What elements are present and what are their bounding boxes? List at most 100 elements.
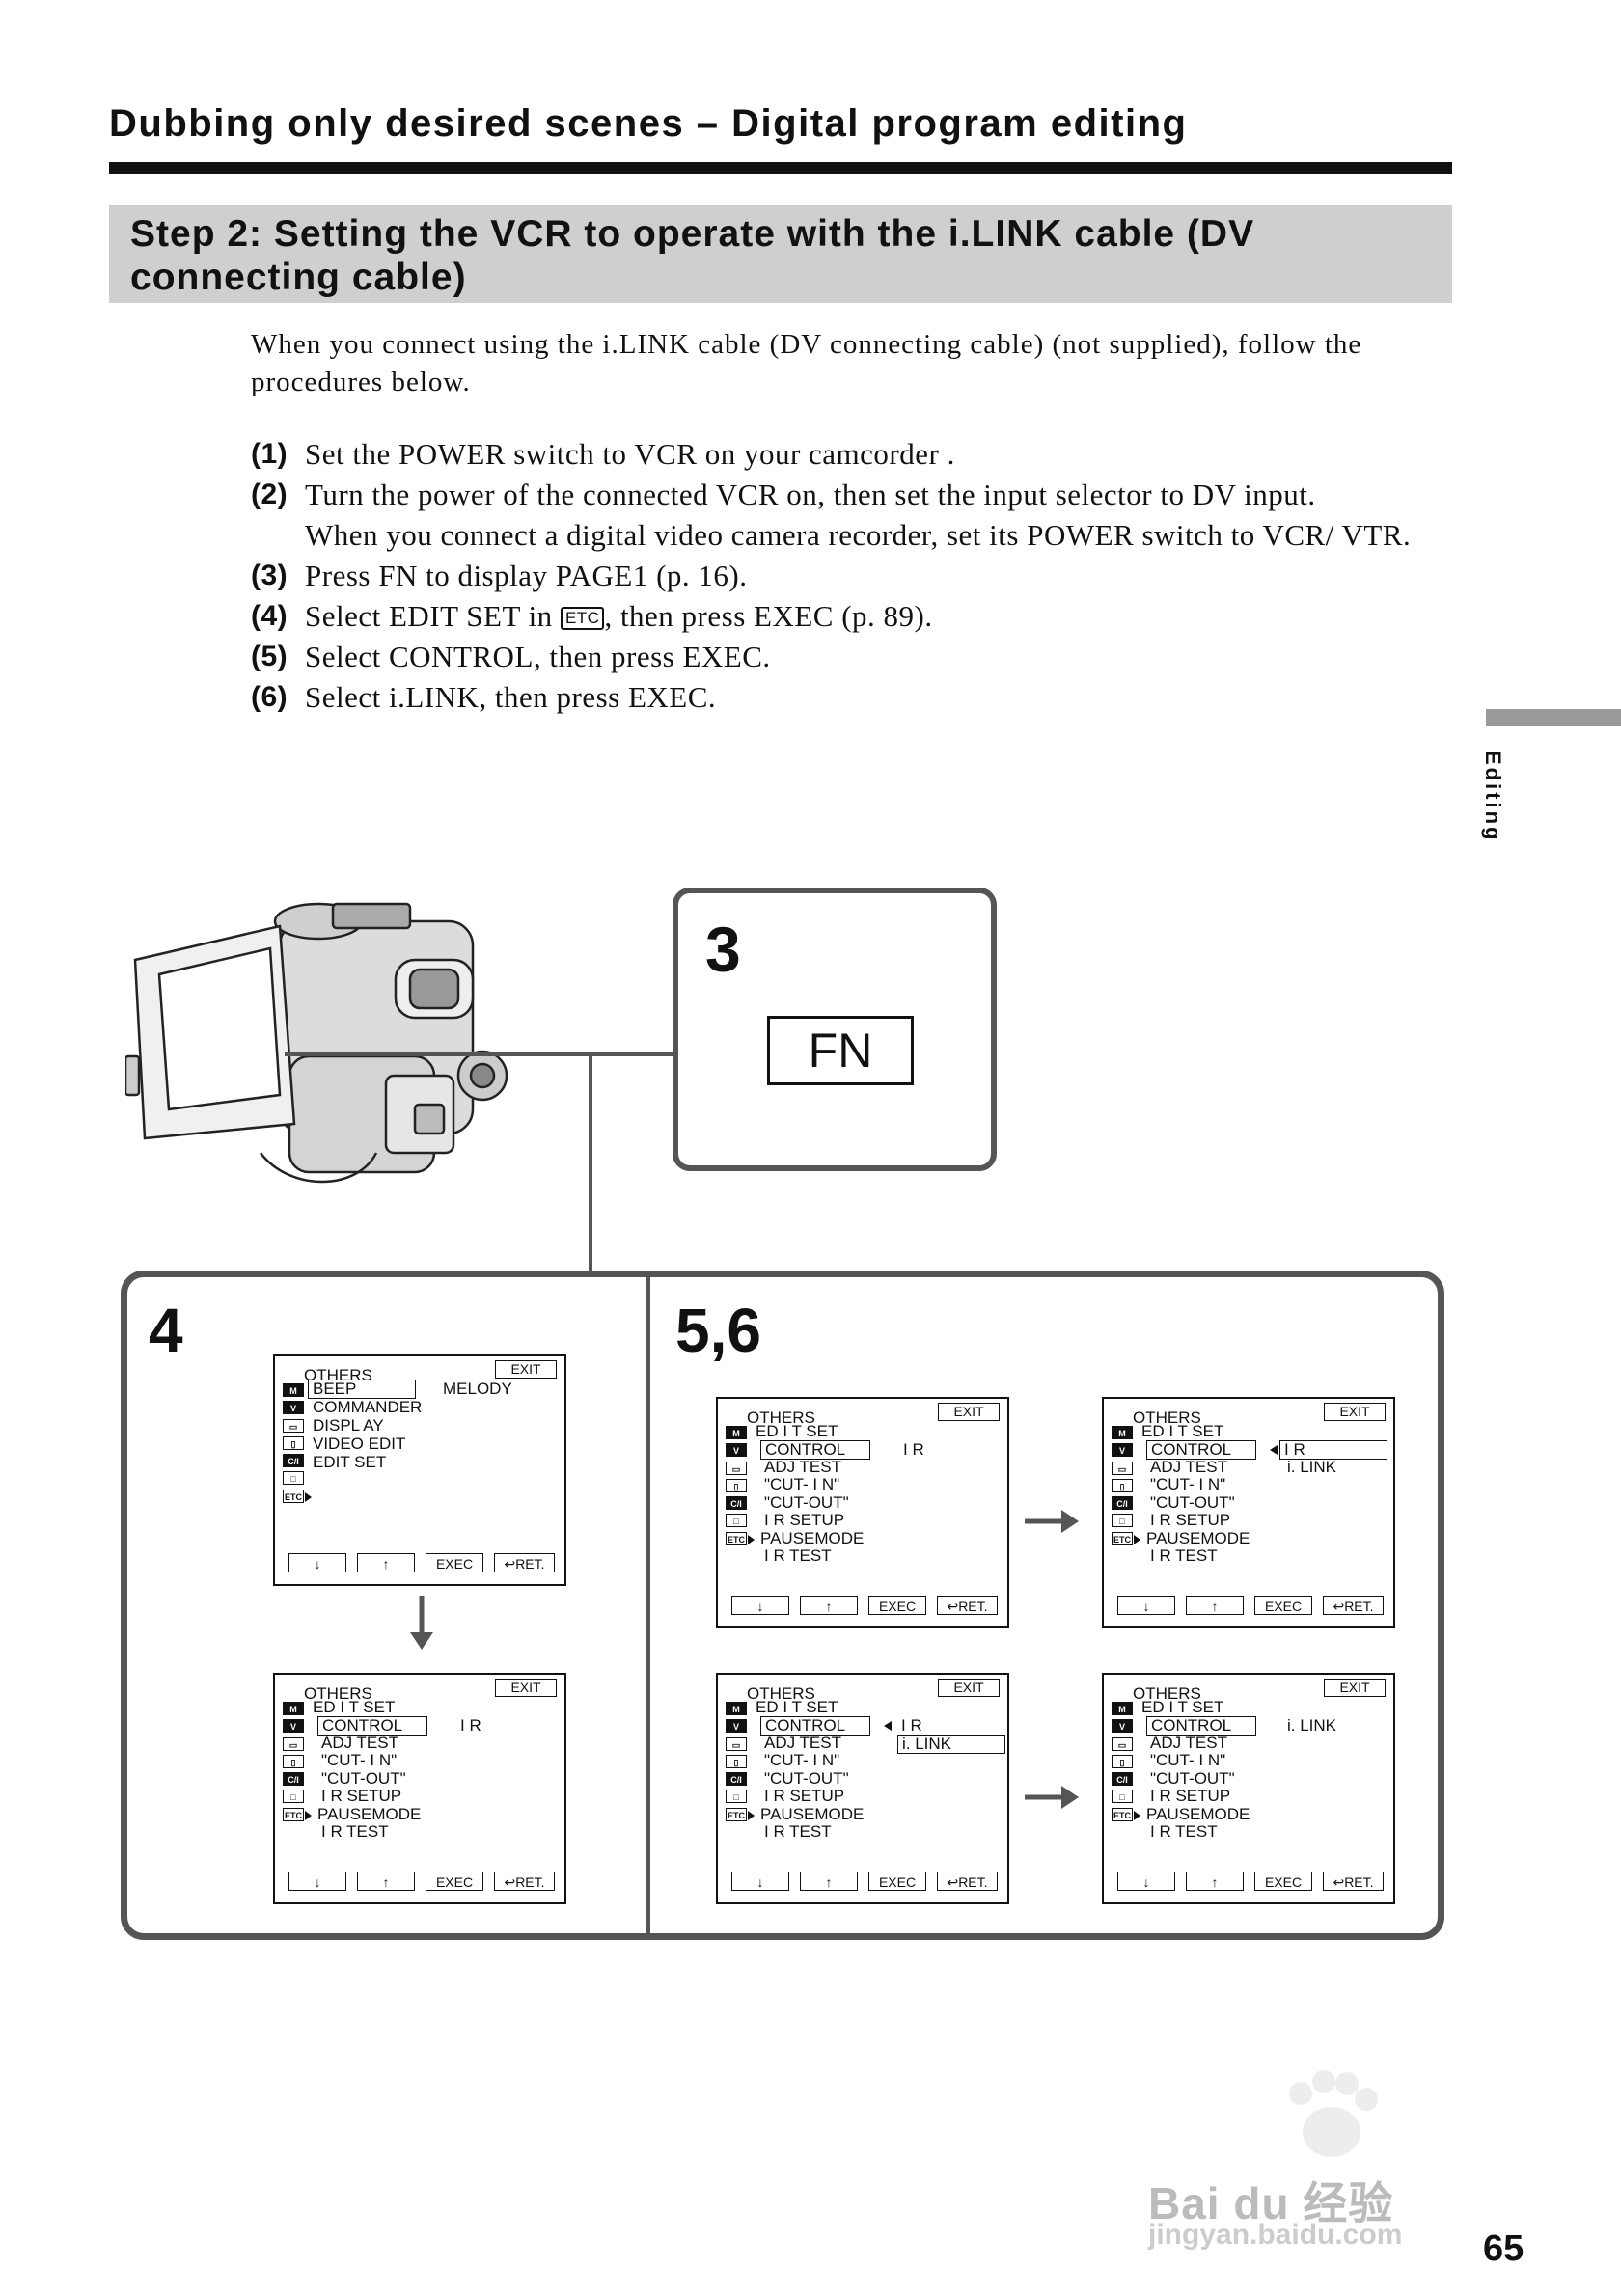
step-item: (2)Turn the power of the connected VCR o… [251,475,1447,515]
menu-item-adj-test[interactable]: ADJ TEST [764,1458,841,1476]
menu-item-cut-in[interactable]: "CUT- I N" [764,1751,840,1769]
step-number: (2) [251,478,288,510]
down-button[interactable]: ↓ [288,1553,346,1572]
exec-button[interactable]: EXEC [868,1872,926,1891]
menu-item-pausemode[interactable]: PAUSEMODE [317,1805,422,1823]
exit-button[interactable]: EXIT [1324,1403,1386,1421]
down-button[interactable]: ↓ [288,1872,346,1891]
side-tab-bar [1486,709,1621,726]
tape-icon: ▭ [726,1736,747,1751]
menu-item-control[interactable]: CONTROL [1146,1440,1256,1460]
up-button[interactable]: ↑ [1186,1872,1244,1891]
menu-item-cut-in[interactable]: "CUT- I N" [764,1475,840,1493]
etc-icon: ETC [726,1531,755,1545]
menu-item-cut-out[interactable]: "CUT-OUT" [764,1769,849,1788]
exit-button[interactable]: EXIT [495,1679,557,1697]
up-button[interactable]: ↑ [357,1553,415,1572]
menu-screen-ilink-set: OTHERS EXIT M V ▭ ▯ C/I □ ETC ED I T SET… [1102,1673,1395,1904]
menu-item-control[interactable]: CONTROL [1146,1716,1256,1736]
ci-icon: C/I [283,1454,304,1468]
vcr-set-icon: V [283,1401,304,1415]
menu-item-commander[interactable]: COMMANDER [313,1398,423,1416]
exec-button[interactable]: EXEC [1254,1596,1312,1615]
menu-button-row: ↓ ↑ EXEC ↩RET. [288,1872,555,1893]
up-button[interactable]: ↑ [800,1596,858,1615]
menu-item-ir-test[interactable]: I R TEST [764,1546,832,1565]
up-button[interactable]: ↑ [357,1872,415,1891]
menu-item-ir-test[interactable]: I R TEST [764,1822,832,1841]
menu-option-ilink[interactable]: i. LINK [897,1735,1005,1754]
menu-option-ilink[interactable]: i. LINK [1287,1458,1337,1476]
menu-button-row: ↓ ↑ EXEC ↩RET. [288,1553,555,1574]
menu-item-cut-in[interactable]: "CUT- I N" [1150,1475,1226,1493]
menu-item-pausemode[interactable]: PAUSEMODE [1146,1529,1250,1547]
menu-header: OTHERS [1133,1408,1201,1427]
menu-option-ir[interactable]: I R [901,1716,922,1735]
step-item: (5)Select CONTROL, then press EXEC. [251,637,1447,677]
manual-set-icon: M [283,1383,304,1397]
menu-item-control[interactable]: CONTROL [760,1716,870,1736]
menu-item-ir-setup[interactable]: I R SETUP [1150,1511,1231,1529]
menu-item-pausemode[interactable]: PAUSEMODE [760,1529,865,1547]
exit-button[interactable]: EXIT [1324,1679,1386,1697]
menu-item-ir-setup[interactable]: I R SETUP [321,1787,402,1805]
exec-button[interactable]: EXEC [426,1553,483,1572]
menu-item-cut-in[interactable]: "CUT- I N" [1150,1751,1226,1769]
exit-button[interactable]: EXIT [938,1403,1000,1421]
menu-header: OTHERS [747,1408,815,1427]
up-button[interactable]: ↑ [1186,1596,1244,1615]
menu-value-ilink: i. LINK [1287,1716,1337,1735]
menu-screen-edit-set: OTHERS EXIT M V ▭ ▯ C/I □ ETC ED I T SET… [273,1673,566,1904]
step-title: Step 2: Setting the VCR to operate with … [130,213,1255,298]
menu-item-display[interactable]: DISPL AY [313,1416,384,1435]
menu-item-cut-out[interactable]: "CUT-OUT" [1150,1493,1235,1512]
menu-item-pausemode[interactable]: PAUSEMODE [760,1805,865,1823]
menu-item-adj-test[interactable]: ADJ TEST [1150,1734,1227,1752]
down-button[interactable]: ↓ [1117,1872,1175,1891]
manual-set-icon: M [726,1702,747,1715]
exec-button[interactable]: EXEC [426,1872,483,1891]
menu-item-pausemode[interactable]: PAUSEMODE [1146,1805,1250,1823]
menu-item-edit-set[interactable]: EDIT SET [313,1453,387,1471]
exec-button[interactable]: EXEC [1254,1872,1312,1891]
menu-item-ir-test[interactable]: I R TEST [1150,1822,1218,1841]
menu-item-ir-setup[interactable]: I R SETUP [1150,1787,1231,1805]
menu-item-cut-out[interactable]: "CUT-OUT" [764,1493,849,1512]
menu-item-adj-test[interactable]: ADJ TEST [764,1734,841,1752]
exit-button[interactable]: EXIT [938,1679,1000,1697]
return-button[interactable]: ↩RET. [937,1872,998,1891]
menu-item-cut-out[interactable]: "CUT-OUT" [321,1769,406,1788]
return-button[interactable]: ↩RET. [937,1596,998,1615]
return-button[interactable]: ↩RET. [1323,1596,1384,1615]
step-text: Set the POWER switch to VCR on your camc… [305,437,955,471]
return-button[interactable]: ↩RET. [494,1872,555,1891]
menu-option-ir[interactable]: I R [1279,1440,1387,1460]
return-button[interactable]: ↩RET. [494,1553,555,1572]
menu-item-ir-setup[interactable]: I R SETUP [764,1787,845,1805]
menu-item-control[interactable]: CONTROL [317,1716,427,1736]
menu-item-adj-test[interactable]: ADJ TEST [1150,1458,1227,1476]
menu-item-cut-out[interactable]: "CUT-OUT" [1150,1769,1235,1788]
vcr-set-icon: V [1112,1719,1133,1734]
menu-title-edit-set: ED I T SET [756,1422,838,1440]
menu-item-beep[interactable]: BEEP [308,1380,416,1399]
menu-item-control[interactable]: CONTROL [760,1440,870,1460]
up-button[interactable]: ↑ [800,1872,858,1891]
exec-button[interactable]: EXEC [868,1596,926,1615]
menu-item-ir-test[interactable]: I R TEST [1150,1546,1218,1565]
menu-item-video-edit[interactable]: VIDEO EDIT [313,1435,406,1453]
menu-item-cut-in[interactable]: "CUT- I N" [321,1751,398,1769]
down-button[interactable]: ↓ [1117,1596,1175,1615]
menu-item-ir-test[interactable]: I R TEST [321,1822,389,1841]
camcorder-illustration [125,902,508,1184]
exit-button[interactable]: EXIT [495,1360,557,1379]
menu-item-adj-test[interactable]: ADJ TEST [321,1734,398,1752]
down-button[interactable]: ↓ [731,1596,789,1615]
panel-step-4-number: 4 [149,1296,183,1365]
ci-icon: C/I [1112,1772,1133,1787]
return-button[interactable]: ↩RET. [1323,1872,1384,1891]
fn-button[interactable]: FN [767,1016,914,1085]
down-button[interactable]: ↓ [731,1872,789,1891]
menu-item-ir-setup[interactable]: I R SETUP [764,1511,845,1529]
